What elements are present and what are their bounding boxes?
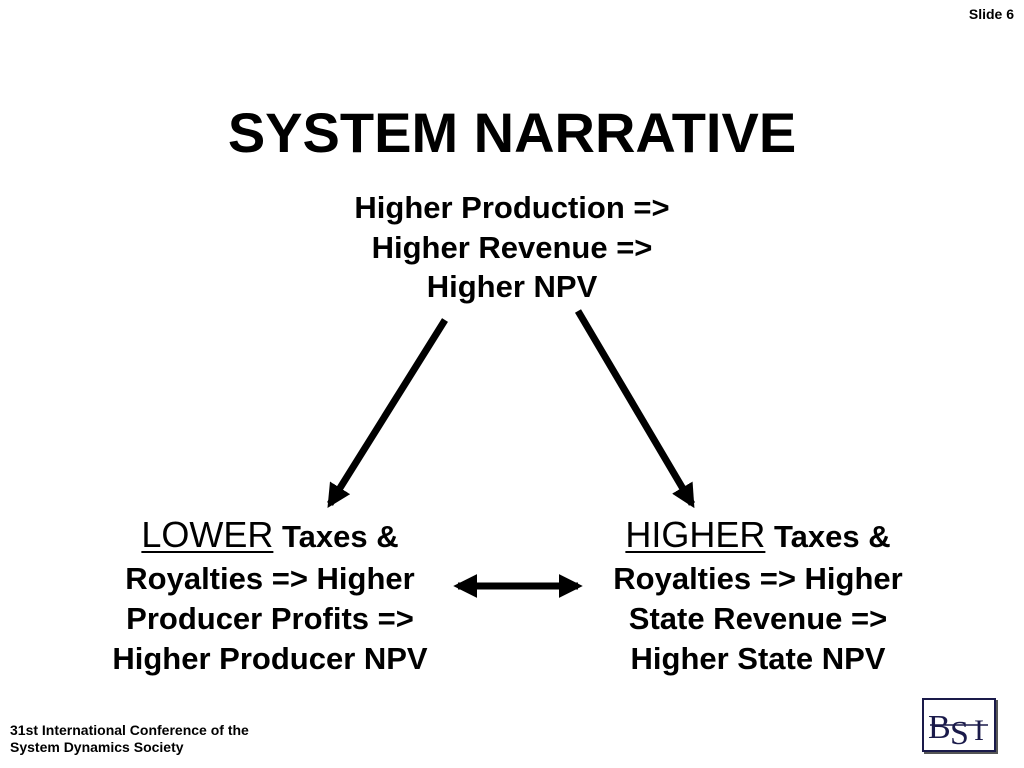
node-top-line-3: Higher NPV <box>426 269 598 305</box>
footer-line-2: System Dynamics Society <box>10 738 184 755</box>
node-top-production: Higher Production => Higher Revenue => H… <box>262 188 762 307</box>
node-left-line-2: Royalties => Higher <box>125 560 415 596</box>
node-right-line-2: Royalties => Higher <box>613 560 903 596</box>
arrow-top-to-left <box>327 318 448 509</box>
node-right-line-3: State Revenue => <box>628 601 888 637</box>
bsi-logo-mark: B S I <box>928 709 988 750</box>
svg-text:B: B <box>928 709 951 746</box>
node-left-line-1: LOWER Taxes & <box>60 512 480 559</box>
node-right-line-1: HIGHER Taxes & <box>548 512 968 559</box>
node-right-line-4: Higher State NPV <box>630 641 886 677</box>
node-right-line-1-rest: Taxes & <box>765 519 891 554</box>
node-left-line-3: Producer Profits => <box>126 601 414 637</box>
svg-text:I: I <box>974 714 984 747</box>
node-top-line-2: Higher Revenue => <box>371 229 653 265</box>
bsi-logo: B S I <box>922 698 996 752</box>
slide-number: Slide 6 <box>968 6 1014 22</box>
node-left-emphasis: LOWER <box>141 514 274 555</box>
footer-conference: 31st International Conference of the Sys… <box>10 722 249 756</box>
arrow-top-to-right <box>574 309 696 509</box>
svg-text:S: S <box>950 715 969 750</box>
node-right-state: HIGHER Taxes & Royalties => Higher State… <box>548 512 968 680</box>
node-right-emphasis: HIGHER <box>625 514 766 555</box>
node-left-line-4: Higher Producer NPV <box>112 641 428 677</box>
node-top-line-1: Higher Production => <box>354 190 670 225</box>
slide-title: SYSTEM NARRATIVE <box>227 101 797 164</box>
node-left-producer: LOWER Taxes & Royalties => Higher Produc… <box>60 512 480 680</box>
node-left-line-1-rest: Taxes & <box>273 519 399 554</box>
footer-line-1: 31st International Conference of the <box>10 722 249 738</box>
